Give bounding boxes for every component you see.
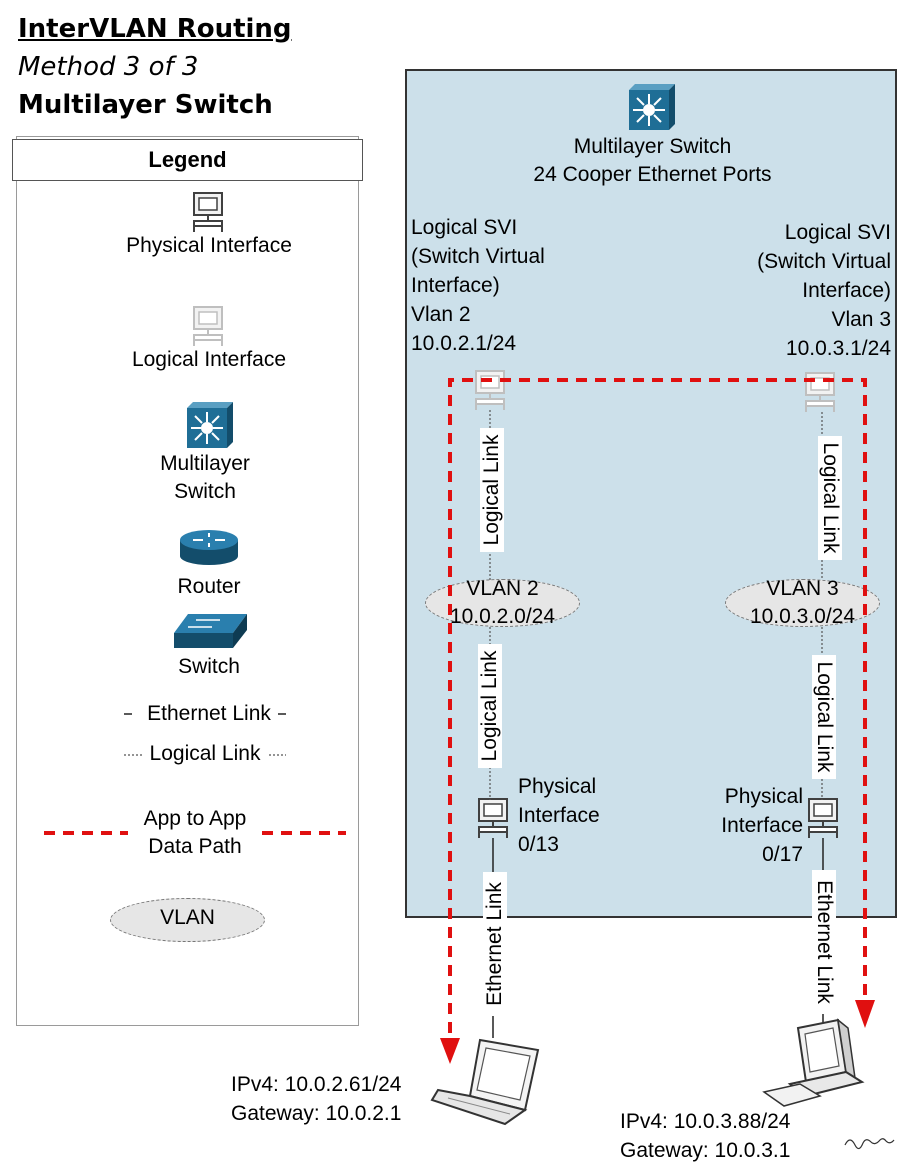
legend-heading: Legend bbox=[12, 139, 363, 181]
legend-vlan-ellipse bbox=[110, 898, 265, 942]
legend-logical-interface-label: Logical Interface bbox=[131, 348, 287, 371]
legend-ethernet-link-label: Ethernet Link bbox=[147, 702, 271, 725]
legend-logical-link-label: Logical Link bbox=[149, 742, 261, 765]
multilayer-switch-icon bbox=[628, 83, 676, 131]
legend-router-label: Router bbox=[177, 575, 241, 598]
legend-router-icon bbox=[180, 530, 238, 565]
diagram-method: Method 3 of 3 bbox=[18, 52, 199, 82]
legend-physical-interface-label: Physical Interface bbox=[126, 234, 292, 257]
legend-vlan-label: VLAN bbox=[160, 906, 215, 929]
vlan-2-label: VLAN 2 10.0.2.0/24 bbox=[449, 577, 556, 628]
laptop-address-label: IPv4: 10.0.2.61/24 Gateway: 10.0.2.1 bbox=[231, 1073, 402, 1125]
svi-vlan2-label: Logical SVI (Switch Virtual Interface) V… bbox=[411, 216, 545, 355]
port-0-17-icon bbox=[808, 798, 838, 839]
ethernet-link-label-right: Ethernet Link bbox=[812, 870, 836, 1014]
multilayer-switch-name: Multilayer Switch 24 Cooper Ethernet Por… bbox=[533, 135, 772, 186]
desktop-address-label: IPv4: 10.0.3.88/24 Gateway: 10.0.3.1 bbox=[620, 1110, 791, 1162]
svi-vlan2-icon bbox=[475, 370, 505, 411]
vlan-2-ellipse bbox=[425, 579, 580, 627]
logical-link-label-vlan3-upper: Logical Link bbox=[818, 436, 842, 560]
legend-switch-icon bbox=[174, 614, 247, 648]
diagram-subject: Multilayer Switch bbox=[18, 90, 273, 120]
port-0-17-label: Physical Interface 0/17 bbox=[721, 785, 803, 866]
diagram-title: InterVLAN Routing bbox=[18, 14, 292, 44]
signature-mark bbox=[844, 1138, 895, 1150]
svi-vlan3-label: Logical SVI (Switch Virtual Interface) V… bbox=[757, 221, 891, 360]
legend-logical-interface-icon bbox=[193, 306, 223, 347]
legend-physical-interface-icon bbox=[193, 192, 223, 233]
port-0-13-label: Physical Interface 0/13 bbox=[518, 775, 600, 856]
legend-multilayer-switch-icon bbox=[186, 401, 234, 449]
vlan-3-ellipse bbox=[725, 579, 880, 627]
legend-switch-label: Switch bbox=[178, 655, 240, 678]
ethernet-link-label-left: Ethernet Link bbox=[483, 872, 507, 1016]
legend-multilayer-switch-label: Multilayer Switch bbox=[160, 452, 250, 503]
vlan-3-label: VLAN 3 10.0.3.0/24 bbox=[749, 577, 856, 628]
port-0-13-icon bbox=[478, 798, 508, 839]
laptop-icon bbox=[430, 1038, 540, 1126]
logical-link-label-vlan2-lower: Logical Link bbox=[478, 644, 502, 768]
desktop-icon bbox=[762, 1018, 865, 1107]
legend-frame bbox=[16, 136, 359, 1026]
legend-app-path-label: App to App Data Path bbox=[143, 807, 247, 858]
logical-link-label-vlan2-upper: Logical Link bbox=[480, 428, 504, 552]
logical-link-label-vlan3-lower: Logical Link bbox=[812, 655, 836, 779]
